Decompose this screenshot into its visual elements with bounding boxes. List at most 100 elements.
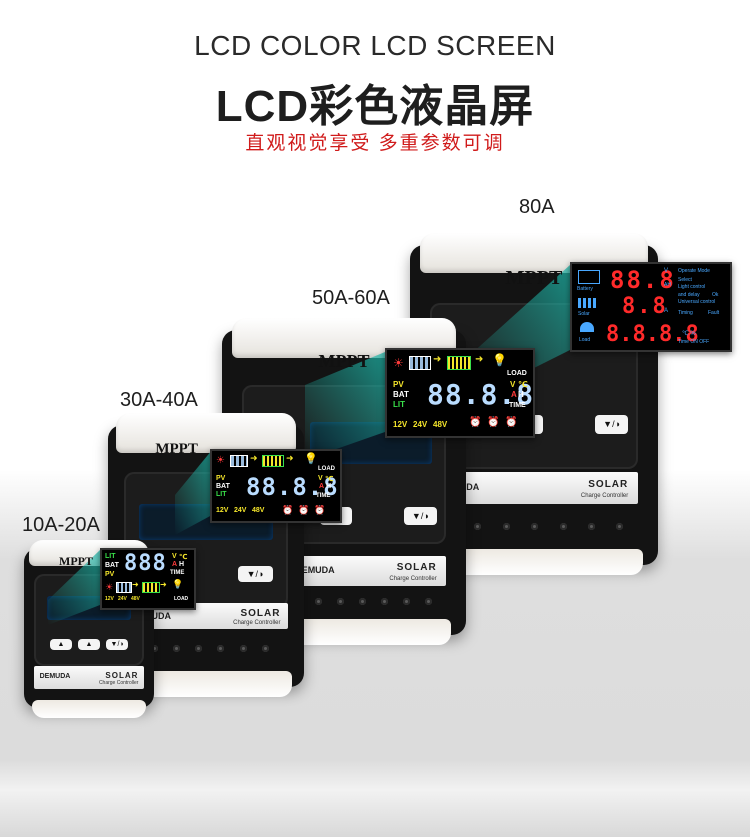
- sun-icon: ☀: [393, 356, 404, 370]
- fault-label: Fault: [708, 310, 720, 316]
- clock-icon: ⏰: [298, 505, 310, 515]
- light-control-label: Light control: [678, 284, 706, 290]
- bat-label: BAT: [216, 483, 230, 490]
- mppt-logo: MPPT: [155, 440, 198, 457]
- unit-amp: A: [664, 308, 669, 314]
- title-english: LCD COLOR LCD SCREEN: [194, 30, 556, 61]
- unit-celsius: ℃: [179, 554, 188, 561]
- sun-icon: ☀: [105, 582, 114, 592]
- model-label-50a-60a: 50A-60A: [312, 287, 390, 309]
- time-label: TIME: [316, 493, 331, 499]
- mppt-logo: MPPT: [318, 351, 370, 372]
- bat-label: BAT: [393, 390, 409, 399]
- lcd-callout-10a-20a: LIT BAT PV 888 V ℃ A H TIME ☀ ➜ ➜ 💡 LOAD…: [100, 548, 196, 610]
- voltage-24v: 24V: [234, 507, 247, 514]
- model-label-80a: 80A: [519, 196, 555, 218]
- up-button[interactable]: ▲: [50, 639, 72, 651]
- lit-label: LIT: [216, 491, 227, 498]
- unit-volt: V: [172, 553, 177, 560]
- universal-control-label: Universal control: [678, 299, 716, 305]
- main-digits: 888: [124, 551, 167, 576]
- terminal: [261, 645, 269, 653]
- voltage-24v: 24V: [413, 420, 428, 429]
- battery-icon: [447, 356, 471, 370]
- up-button[interactable]: ▲: [78, 639, 100, 651]
- lamp-icon: [580, 322, 594, 332]
- select-label: Select: [678, 277, 692, 283]
- operate-mode-label: Operate Mode: [678, 268, 710, 274]
- lit-label: LIT: [105, 553, 116, 560]
- battery-icon: [142, 582, 160, 593]
- lcd-callout-30a-40a: ☀ ➜ ➜ 💡 LOAD PV BAT LIT 88.8.8 V ℃ A H T…: [210, 449, 342, 523]
- clock-icon: ⏰: [505, 417, 518, 428]
- load-digits: 8.8.8.8: [606, 322, 699, 347]
- unit-amp: A: [511, 390, 517, 399]
- arrow-right-icon: ➜: [132, 580, 139, 589]
- subtitle-chinese: 直观视觉享受 多重参数可调: [245, 133, 505, 154]
- solar-panel-icon: [116, 582, 132, 593]
- battery-icon: [262, 455, 284, 467]
- voltage-12v: 12V: [216, 507, 229, 514]
- voltage-48v: 48V: [252, 507, 265, 514]
- solar-sub-label: Charge Controller: [98, 680, 139, 686]
- solar-label: SOLAR: [105, 671, 139, 681]
- battery-label: Battery: [577, 286, 593, 292]
- clock-icon: ⏰: [487, 417, 500, 428]
- brand-label: DEMUDA: [39, 672, 71, 680]
- mppt-logo: MPPT: [505, 267, 563, 290]
- bat-label: BAT: [105, 562, 119, 569]
- down-button[interactable]: ▼/◑: [106, 639, 128, 651]
- battery-icon: [578, 270, 600, 284]
- down-button[interactable]: ▼/◑: [594, 414, 629, 434]
- mppt-logo: MPPT: [59, 554, 93, 569]
- down-button[interactable]: ▼/◑: [403, 506, 437, 526]
- solar-sub-label: Charge Controller: [389, 575, 437, 582]
- arrow-right-icon: ➜: [433, 354, 442, 365]
- solar-sub-label: Charge Controller: [233, 620, 281, 627]
- terminal: [424, 598, 432, 606]
- terminal: [402, 598, 410, 606]
- voltage-48v: 48V: [433, 420, 448, 429]
- unit-hour: H: [179, 561, 185, 568]
- time-label: TIME: [170, 570, 185, 576]
- main-digits: 88.8.8: [427, 378, 535, 411]
- solar-panel-icon: [230, 455, 248, 467]
- arrow-right-icon: ➜: [475, 354, 484, 365]
- unit-hour: H: [326, 483, 332, 490]
- unit-celsius: ℃: [518, 380, 528, 389]
- unit-volt: V: [664, 268, 669, 274]
- voltage-12v: 12V: [105, 596, 114, 602]
- device-top-cap: [115, 413, 297, 453]
- unit-ah: AH: [664, 282, 671, 288]
- solar-label: SOLAR: [396, 561, 437, 573]
- solar-label: SOLAR: [240, 608, 281, 620]
- terminal: [531, 523, 539, 531]
- load-label: LOAD: [507, 370, 527, 377]
- clock-icon: ⏰: [314, 505, 326, 515]
- arrow-right-icon: ➜: [160, 580, 167, 589]
- terminal: [151, 645, 159, 653]
- and-delay-label: and delay: [678, 292, 700, 298]
- model-label-30a-40a: 30A-40A: [120, 389, 198, 411]
- unit-celsius: ℃: [325, 476, 334, 483]
- timing-label: Timing: [678, 310, 693, 316]
- terminal: [173, 645, 181, 653]
- lcd-callout-50a-60a: ☀ ➜ ➜ 💡 LOAD PV BAT LIT 88.8.8 V ℃ A H T…: [385, 348, 535, 438]
- clock-icon: ⏰: [469, 417, 482, 428]
- terminal: [502, 523, 510, 531]
- solar-label: Solar: [578, 311, 590, 317]
- arrow-right-icon: ➜: [250, 453, 258, 463]
- terminal: [587, 523, 595, 531]
- unit-amp: A: [319, 483, 325, 490]
- lcd-callout-80a: Battery Solar Load 88.8 V AH 8.8 A 8.8.8…: [570, 262, 732, 352]
- voltage-24v: 24V: [118, 596, 127, 602]
- terminal: [195, 645, 203, 653]
- terminal: [474, 523, 482, 531]
- solar-sub-label: Charge Controller: [580, 493, 629, 499]
- down-button[interactable]: ▼/◑: [237, 566, 273, 583]
- time-on-off-label: Time ON OFF: [678, 339, 710, 345]
- time-label: TIME: [509, 402, 526, 409]
- clock-icon: ⏰: [282, 505, 294, 515]
- terminal: [358, 598, 366, 606]
- unit-amp: A: [172, 561, 178, 568]
